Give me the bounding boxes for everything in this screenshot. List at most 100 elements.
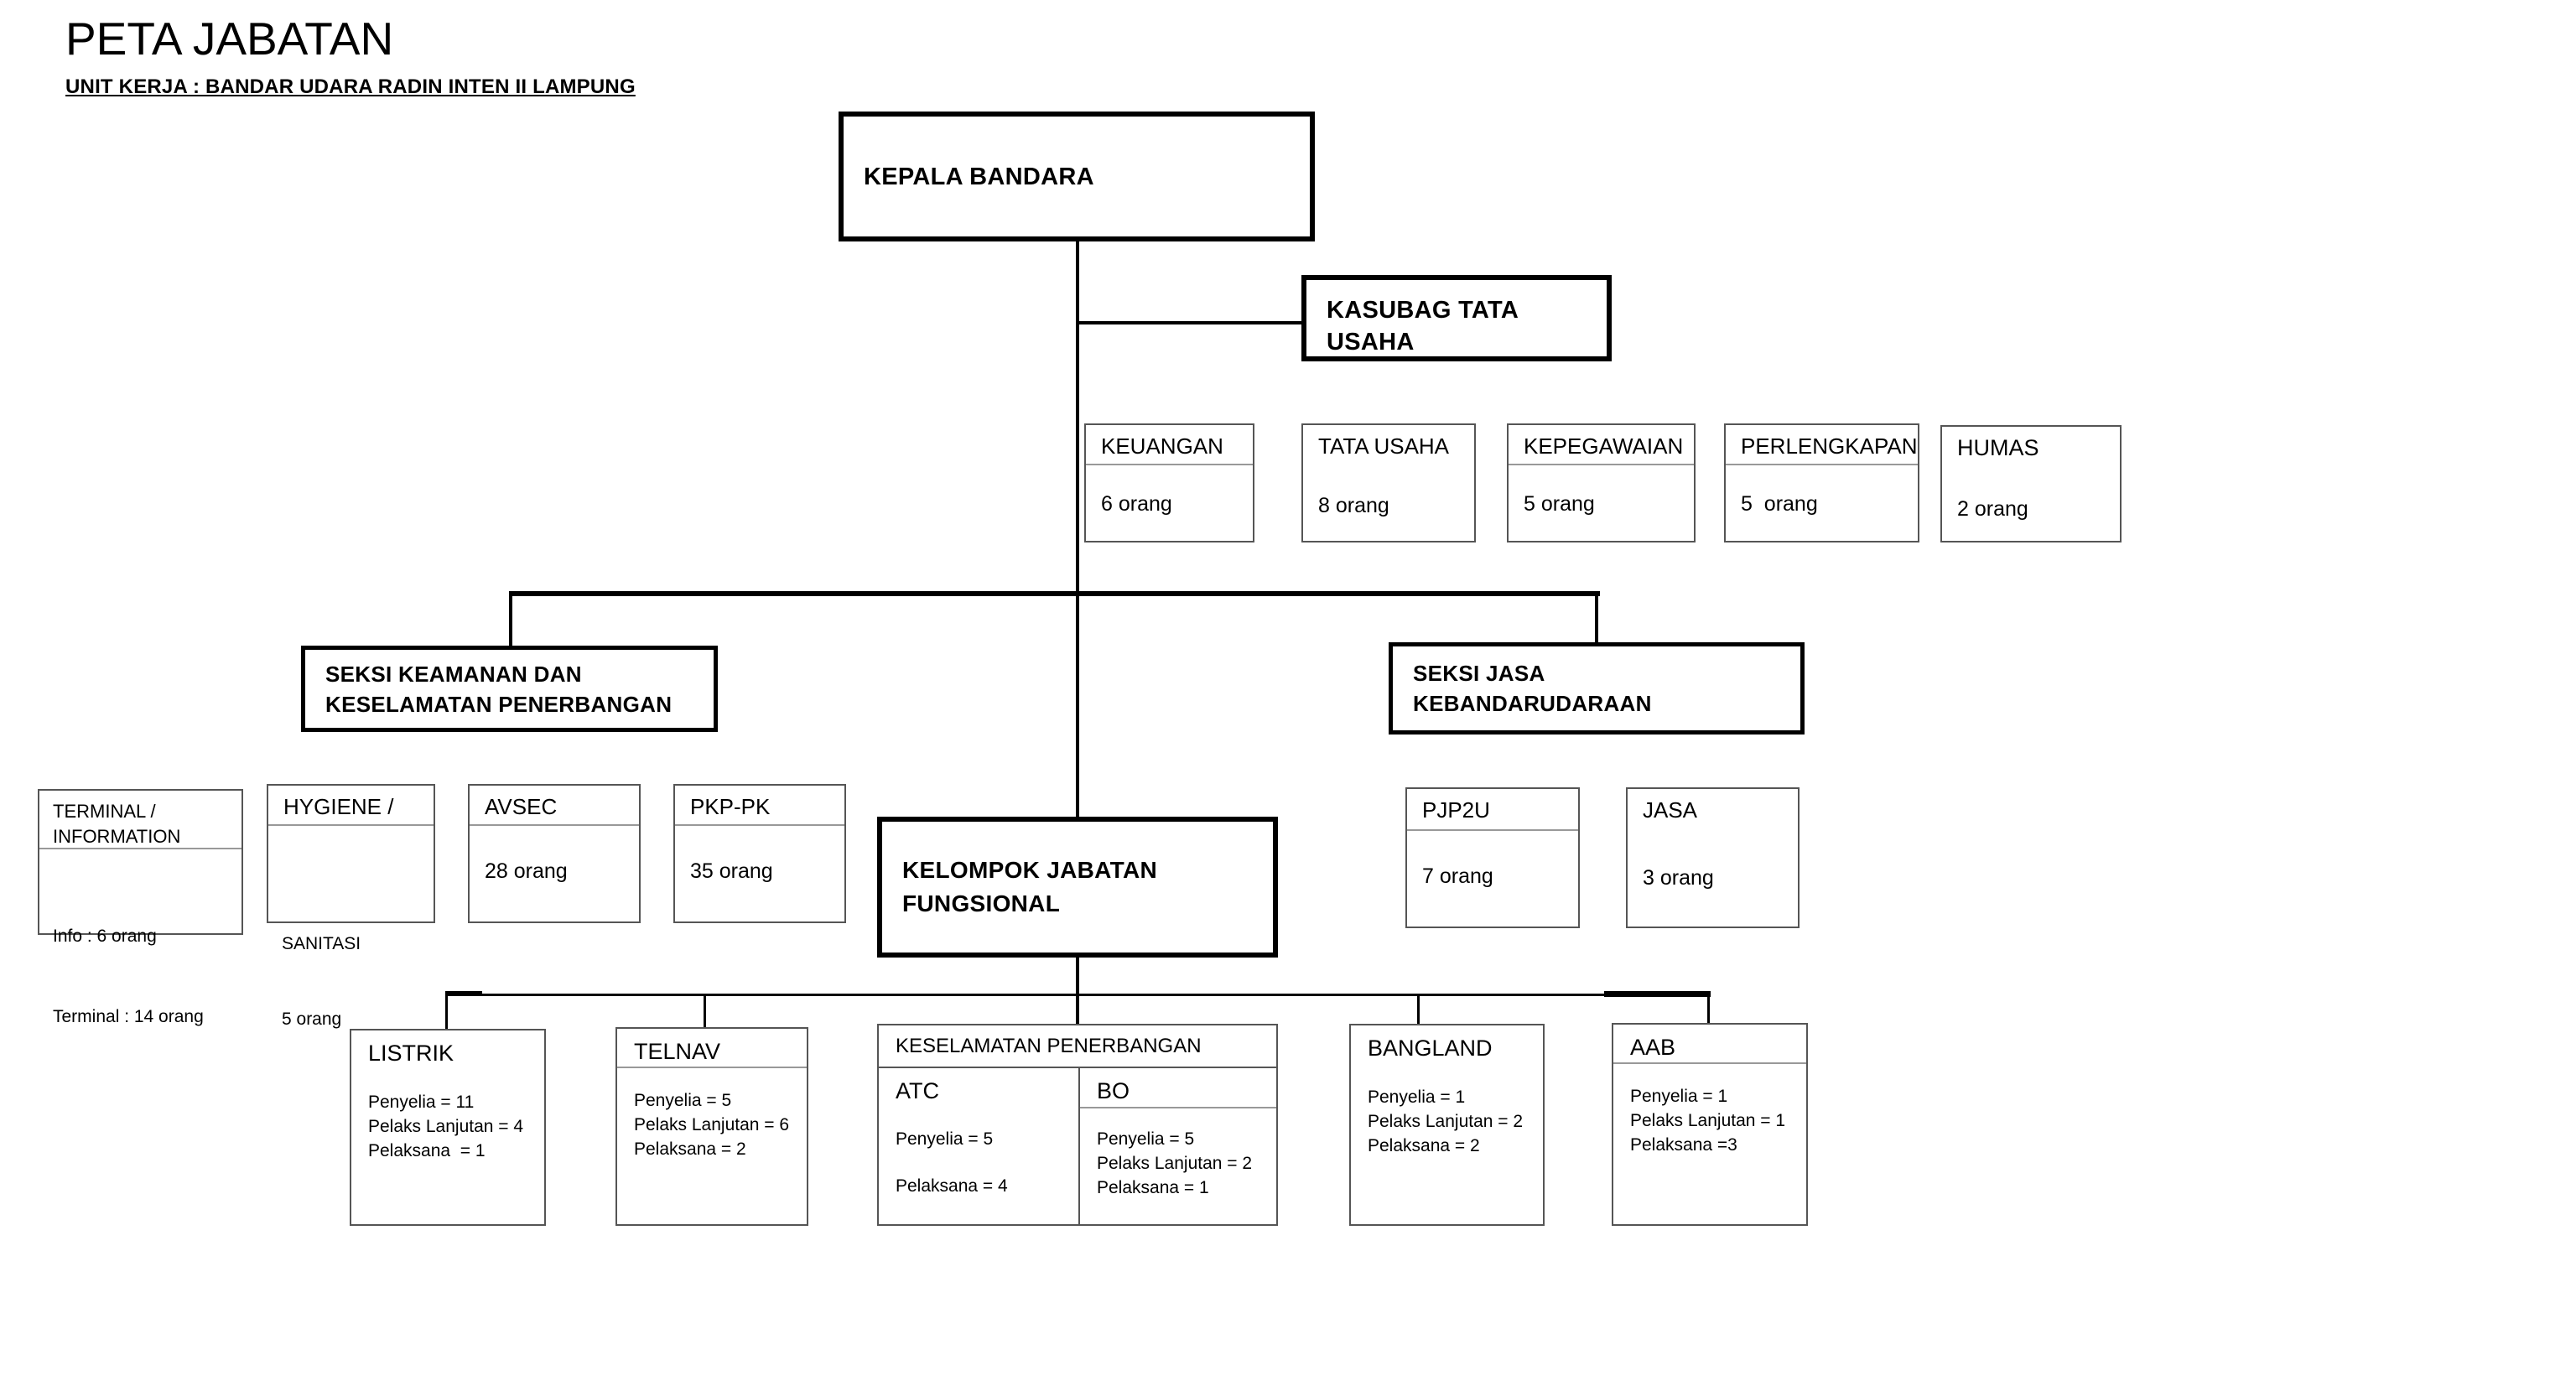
bo-line3: Pelaksana = 1: [1097, 1178, 1209, 1197]
box-tata-usaha: TATA USAHA 8 orang: [1301, 423, 1476, 542]
pjp2u-title: PJP2U: [1407, 789, 1578, 831]
box-listrik: LISTRIK Penyelia = 11 Pelaks Lanjutan = …: [350, 1029, 546, 1226]
box-pjp2u: PJP2U 7 orang: [1405, 787, 1580, 928]
box-kelompok-fungsional: KELOMPOK JABATAN FUNGSIONAL: [877, 817, 1278, 958]
bangland-line1: Penyelia = 1: [1368, 1088, 1466, 1107]
listrik-line3: Pelaksana = 1: [368, 1141, 486, 1160]
kasubag-title: KASUBAG TATA USAHA: [1327, 296, 1519, 356]
telnav-line3: Pelaksana = 2: [634, 1139, 746, 1159]
page-subtitle: UNIT KERJA : BANDAR UDARA RADIN INTEN II…: [65, 75, 636, 98]
box-kasubag-tata-usaha: KASUBAG TATA USAHA: [1301, 275, 1612, 361]
telnav-line1: Penyelia = 5: [634, 1091, 732, 1110]
connector-lower-rail-right-segment: [1604, 991, 1711, 997]
keselamatan-title: KESELAMATAN PENERBANGAN: [879, 1025, 1276, 1068]
listrik-body: Penyelia = 11 Pelaks Lanjutan = 4 Pelaks…: [351, 1070, 544, 1163]
box-hygiene-sanitasi: HYGIENE / SANITASI 5 orang: [267, 784, 435, 1029]
aab-line3: Pelaksana =3: [1630, 1135, 1737, 1155]
box-telnav: TELNAV Penyelia = 5 Pelaks Lanjutan = 6 …: [615, 1027, 808, 1226]
terminal-info-line: Info : 6 orang: [53, 927, 157, 946]
box-kepala-bandara: KEPALA BANDARA: [839, 112, 1315, 241]
page-title: PETA JABATAN: [65, 13, 394, 65]
box-perlengkapan: PERLENGKAPAN 5 orang: [1724, 423, 1919, 542]
terminal-title: TERMINAL / INFORMATION: [39, 791, 242, 849]
connector-trunk-upper: [1076, 241, 1079, 820]
box-avsec: AVSEC 28 orang: [468, 784, 641, 923]
box-kepegawaian: KEPEGAWAIAN 5 orang: [1507, 423, 1696, 542]
hygiene-line1: SANITASI: [282, 934, 361, 953]
kepegawaian-title: KEPEGAWAIAN: [1509, 425, 1694, 465]
atc-cell: ATC Penyelia = 5 Pelaksana = 4: [879, 1068, 1080, 1224]
seksi-jasa-line2: KEBANDARUDARAAN: [1413, 691, 1652, 716]
bo-cell: BO Penyelia = 5 Pelaks Lanjutan = 2 Pela…: [1080, 1068, 1276, 1224]
kelompok-line2: FUNGSIONAL: [902, 890, 1061, 916]
atc-title: ATC: [896, 1078, 939, 1103]
atc-line1: Penyelia = 5: [896, 1129, 994, 1149]
jasa-staff: 3 orang: [1643, 866, 1714, 890]
connector-lower-rail-left-segment: [445, 991, 482, 996]
perlengkapan-staff: 5 orang: [1741, 492, 1818, 516]
telnav-title: TELNAV: [617, 1029, 807, 1068]
listrik-line1: Penyelia = 11: [368, 1093, 475, 1112]
bangland-body: Penyelia = 1 Pelaks Lanjutan = 2 Pelaksa…: [1351, 1065, 1543, 1158]
terminal-terminal-line: Terminal : 14 orang: [53, 1007, 204, 1026]
connector-lower-rail: [445, 994, 1711, 996]
box-terminal-information: TERMINAL / INFORMATION Info : 6 orang Te…: [38, 789, 243, 1026]
bo-line2: Pelaks Lanjutan = 2: [1097, 1154, 1253, 1173]
avsec-title: AVSEC: [470, 786, 639, 826]
hygiene-title: HYGIENE /: [268, 786, 434, 826]
connector-drop-bangland: [1417, 994, 1420, 1025]
box-jasa: JASA 3 orang: [1626, 787, 1800, 928]
avsec-staff: 28 orang: [485, 859, 568, 883]
perlengkapan-title: PERLENGKAPAN: [1726, 425, 1918, 465]
bangland-title: BANGLAND: [1368, 1036, 1493, 1061]
terminal-title-line1: TERMINAL /: [53, 801, 156, 822]
terminal-title-line2: INFORMATION: [53, 826, 181, 847]
listrik-line2: Pelaks Lanjutan = 4: [368, 1117, 524, 1136]
connector-drop-telnav: [704, 994, 706, 1029]
telnav-line2: Pelaks Lanjutan = 6: [634, 1115, 790, 1134]
box-keselamatan-penerbangan: KESELAMATAN PENERBANGAN ATC Penyelia = 5…: [877, 1024, 1278, 1226]
aab-body: Penyelia = 1 Pelaks Lanjutan = 1 Pelaksa…: [1613, 1064, 1806, 1157]
tata-usaha-title: TATA USAHA: [1318, 433, 1450, 459]
humas-staff: 2 orang: [1957, 497, 2028, 521]
page-header: PETA JABATAN UNIT KERJA : BANDAR UDARA R…: [65, 12, 636, 99]
hygiene-line2: 5 orang: [282, 1010, 342, 1029]
tata-usaha-staff: 8 orang: [1318, 494, 1389, 517]
seksi-keamanan-line1: SEKSI KEAMANAN DAN: [325, 661, 582, 687]
keuangan-title: KEUANGAN: [1086, 425, 1253, 465]
bo-line1: Penyelia = 5: [1097, 1129, 1195, 1149]
pjp2u-staff: 7 orang: [1422, 864, 1493, 888]
connector-trunk-lower: [1076, 956, 1079, 1025]
box-seksi-keamanan: SEKSI KEAMANAN DAN KESELAMATAN PENERBANG…: [301, 646, 718, 732]
aab-line1: Penyelia = 1: [1630, 1087, 1728, 1106]
seksi-jasa-line1: SEKSI JASA: [1413, 661, 1545, 686]
seksi-keamanan-line2: KESELAMATAN PENERBANGAN: [325, 691, 673, 717]
bo-body: Penyelia = 5 Pelaks Lanjutan = 2 Pelaksa…: [1080, 1108, 1276, 1200]
box-keuangan: KEUANGAN 6 orang: [1084, 423, 1254, 542]
box-aab: AAB Penyelia = 1 Pelaks Lanjutan = 1 Pel…: [1612, 1023, 1808, 1226]
listrik-title: LISTRIK: [368, 1041, 454, 1066]
connector-drop-listrik: [445, 994, 448, 1030]
telnav-body: Penyelia = 5 Pelaks Lanjutan = 6 Pelaksa…: [617, 1068, 807, 1161]
terminal-body: Info : 6 orang Terminal : 14 orang: [39, 849, 242, 1084]
keselamatan-columns: ATC Penyelia = 5 Pelaksana = 4 BO Penyel…: [879, 1068, 1276, 1224]
box-humas: HUMAS 2 orang: [1940, 425, 2122, 542]
aab-title: AAB: [1613, 1025, 1806, 1064]
kepegawaian-staff: 5 orang: [1524, 492, 1595, 516]
hygiene-body: SANITASI 5 orang: [268, 826, 434, 1082]
connector-drop-aab: [1707, 994, 1710, 1025]
box-seksi-jasa: SEKSI JASA KEBANDARUDARAAN: [1389, 642, 1805, 735]
box-pkp-pk: PKP-PK 35 orang: [673, 784, 846, 923]
pkp-pk-title: PKP-PK: [675, 786, 844, 826]
kepala-bandara-title: KEPALA BANDARA: [864, 163, 1094, 190]
connector-kasubag-branch: [1078, 321, 1305, 324]
bangland-line3: Pelaksana = 2: [1368, 1136, 1480, 1155]
aab-line2: Pelaks Lanjutan = 1: [1630, 1111, 1786, 1130]
humas-title: HUMAS: [1957, 435, 2039, 460]
bo-title: BO: [1080, 1068, 1276, 1108]
box-bangland: BANGLAND Penyelia = 1 Pelaks Lanjutan = …: [1349, 1024, 1545, 1226]
atc-line2: Pelaksana = 4: [896, 1176, 1008, 1196]
connector-drop-seksi-jasa: [1595, 591, 1598, 644]
jasa-title: JASA: [1643, 797, 1698, 823]
